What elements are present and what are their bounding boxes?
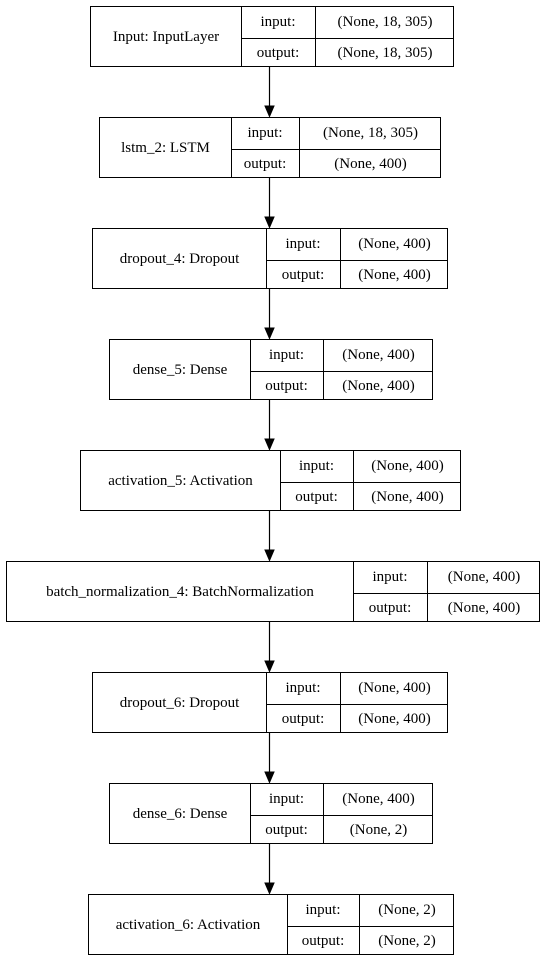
port-separator <box>340 673 341 732</box>
row-separator <box>287 926 453 927</box>
input-shape: (None, 400) <box>371 458 444 474</box>
name-separator <box>353 562 354 621</box>
row-separator <box>231 149 440 150</box>
row-separator <box>280 482 460 483</box>
flow-arrow-head <box>264 216 275 229</box>
layer-name: dropout_4: Dropout <box>119 251 240 267</box>
input-shape: (None, 400) <box>342 347 415 363</box>
row-separator <box>266 704 447 705</box>
layer-node-dense-5: dense_5: Dense input: output: (None, 400) (N… <box>109 339 433 400</box>
name-separator <box>250 784 251 843</box>
layer-box: activation_6: Activation input: output: (No… <box>88 894 454 955</box>
output-label: output: <box>243 155 287 172</box>
flow-arrow-head <box>264 327 275 340</box>
layer-box: Input: InputLayer input: output: (None, 18,… <box>90 6 454 67</box>
layer-box: activation_5: Activation input: output: (No… <box>80 450 461 511</box>
port-separator <box>340 229 341 288</box>
flow-arrow-head <box>264 771 275 784</box>
input-label: input: <box>268 791 304 807</box>
input-label: input: <box>260 14 296 30</box>
name-separator <box>266 673 267 732</box>
input-shape: (None, 400) <box>358 236 431 252</box>
flow-arrow-head <box>264 438 275 451</box>
row-separator <box>250 815 432 816</box>
output-label: output: <box>295 488 338 505</box>
output-label: output: <box>256 44 300 61</box>
row-separator <box>353 593 539 594</box>
layer-name: dropout_6: Dropout <box>119 695 240 711</box>
output-label: output: <box>301 932 345 949</box>
port-separator <box>299 118 300 177</box>
layer-name: batch_normalization_4: BatchNormalizatio… <box>46 584 314 600</box>
port-separator <box>427 562 428 621</box>
output-label: output: <box>281 710 325 727</box>
input-shape: (None, 400) <box>342 791 415 807</box>
input-label: input: <box>285 236 321 252</box>
input-shape: (None, 18, 305) <box>337 14 433 30</box>
port-separator <box>359 895 360 954</box>
layer-box: batch_normalization_4: BatchNormalizatio… <box>6 561 540 622</box>
output-label: output: <box>265 377 308 394</box>
layer-box: dense_5: Dense input: output: (None, 400) (N… <box>109 339 433 400</box>
layer-node-dropout-4: dropout_4: Dropout input: output: (None, 40… <box>92 228 448 289</box>
flow-arrow-head <box>264 882 275 895</box>
layer-node-activation-6: activation_6: Activation input: output: (No… <box>88 894 454 955</box>
port-separator <box>353 451 354 510</box>
output-shape: (None, 2) <box>349 821 408 838</box>
layer-node-batch-normalization-4: batch_normalization_4: BatchNormalizatio… <box>6 561 540 622</box>
input-label: input: <box>298 458 334 474</box>
row-separator <box>266 260 447 261</box>
layer-name: Input: InputLayer <box>112 29 220 45</box>
layer-node-dense-6: dense_6: Dense input: output: (None, 400) (N… <box>109 783 433 844</box>
layer-box: dropout_6: Dropout input: output: (None, 40… <box>92 672 448 733</box>
port-separator <box>323 340 324 399</box>
input-shape: (None, 2) <box>378 902 436 918</box>
layer-box: lstm_2: LSTM input: output: (None, 18, 305)… <box>99 117 441 178</box>
layer-node-input: Input: InputLayer input: output: (None, 18,… <box>90 6 454 67</box>
layer-name: dense_6: Dense <box>132 806 228 822</box>
output-shape: (None, 400) <box>371 488 444 505</box>
layer-node-activation-5: activation_5: Activation input: output: (No… <box>80 450 461 511</box>
input-shape: (None, 400) <box>447 569 521 585</box>
input-label: input: <box>305 902 341 918</box>
layer-node-dropout-6: dropout_6: Dropout input: output: (None, 40… <box>92 672 448 733</box>
layer-box: dense_6: Dense input: output: (None, 400) (N… <box>109 783 433 844</box>
flow-arrow-head <box>264 660 275 673</box>
layer-name: activation_6: Activation <box>115 917 261 933</box>
flow-arrow-head <box>264 105 275 118</box>
output-shape: (None, 18, 305) <box>337 44 433 61</box>
port-separator <box>323 784 324 843</box>
layer-node-lstm-2: lstm_2: LSTM input: output: (None, 18, 305)… <box>99 117 441 178</box>
output-shape: (None, 400) <box>447 599 521 616</box>
name-separator <box>287 895 288 954</box>
port-separator <box>315 7 316 66</box>
input-shape: (None, 18, 305) <box>323 125 418 141</box>
name-separator <box>241 7 242 66</box>
output-label: output: <box>265 821 308 838</box>
output-shape: (None, 400) <box>358 266 431 283</box>
flow-arrow-head <box>264 549 275 562</box>
input-label: input: <box>285 680 321 696</box>
layer-name: dense_5: Dense <box>132 362 228 378</box>
input-shape: (None, 400) <box>358 680 431 696</box>
name-separator <box>266 229 267 288</box>
input-label: input: <box>372 569 408 585</box>
row-separator <box>241 38 453 39</box>
name-separator <box>231 118 232 177</box>
layer-name: activation_5: Activation <box>108 473 253 489</box>
output-shape: (None, 400) <box>358 710 431 727</box>
output-shape: (None, 400) <box>334 155 407 172</box>
output-label: output: <box>368 599 412 616</box>
input-label: input: <box>268 347 304 363</box>
output-label: output: <box>281 266 325 283</box>
output-shape: (None, 400) <box>342 377 415 394</box>
input-label: input: <box>247 125 283 141</box>
layer-name: lstm_2: LSTM <box>121 140 210 156</box>
row-separator <box>250 371 432 372</box>
output-shape: (None, 2) <box>378 932 436 949</box>
name-separator <box>280 451 281 510</box>
name-separator <box>250 340 251 399</box>
layer-box: dropout_4: Dropout input: output: (None, 40… <box>92 228 448 289</box>
